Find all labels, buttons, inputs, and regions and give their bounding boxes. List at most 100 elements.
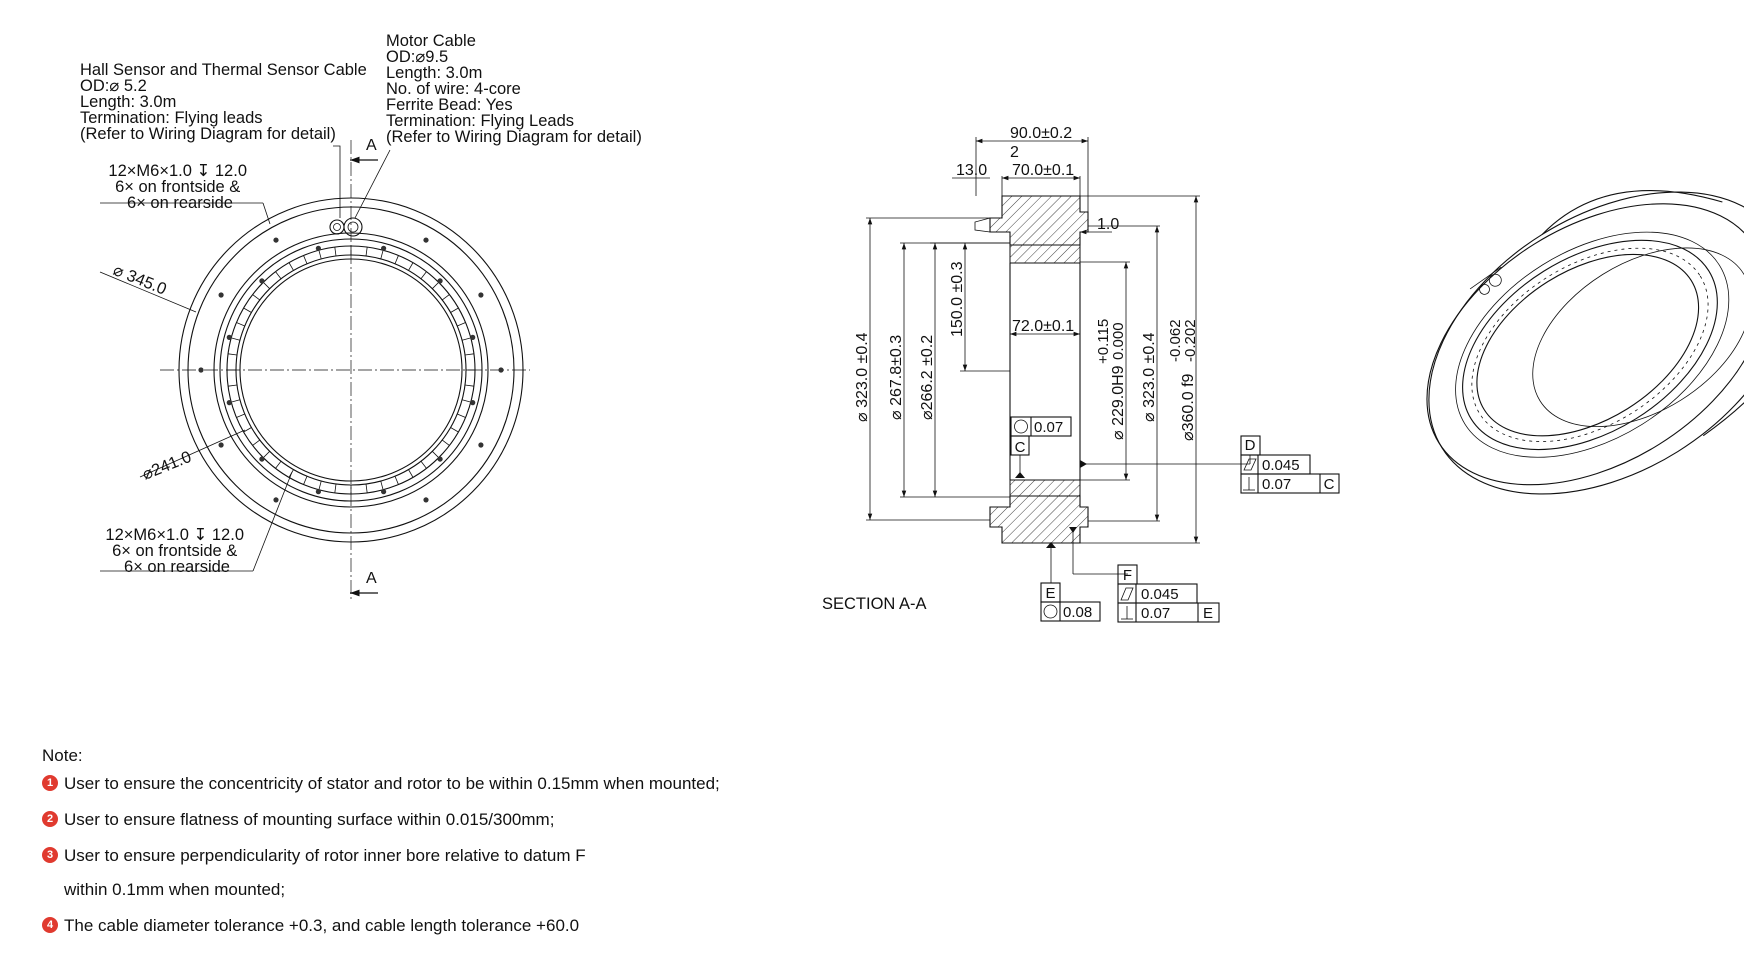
note-item-4: 4 The cable diameter tolerance +0.3, and…: [42, 916, 942, 936]
bolt-hole: [437, 278, 443, 284]
magnet-slot: [288, 262, 294, 271]
datum-d: D 0.045 0.07 C: [1080, 435, 1340, 494]
magnet-slot: [318, 480, 322, 490]
front-view: A A Hall Sensor and Thermal Sensor Cable…: [80, 32, 642, 600]
bolt-hole: [198, 367, 204, 373]
tol-360-lower: -0.202: [1182, 319, 1199, 362]
magnet-slot: [420, 460, 427, 469]
note-bullet-1: 1: [42, 775, 58, 791]
bolt-hole: [381, 245, 387, 251]
bolt-hole: [273, 237, 279, 243]
bolt-hole: [315, 245, 321, 251]
magnet-slot: [461, 399, 471, 403]
bolt-hole: [218, 442, 224, 448]
hall-cable-gland: [329, 219, 345, 235]
section-marker-top: A: [366, 137, 377, 154]
magnet-slot: [420, 271, 427, 280]
svg-text:0.08: 0.08: [1063, 604, 1092, 621]
dim-1: 1.0: [1097, 216, 1119, 233]
svg-text:C: C: [1015, 439, 1026, 456]
magnet-slot: [243, 307, 252, 313]
magnet-slot: [228, 353, 238, 356]
magnet-slot: [380, 480, 384, 490]
inner-ring-top: [1009, 244, 1081, 264]
magnet-slot: [408, 469, 414, 478]
note-text-2: User to ensure flatness of mounting surf…: [64, 810, 555, 829]
dim-72: 72.0±0.1: [1012, 318, 1074, 335]
bolt-hole: [437, 456, 443, 462]
bolt-hole: [478, 292, 484, 298]
magnet-slot: [365, 483, 368, 493]
note-item-2: 2 User to ensure flatness of mounting su…: [42, 810, 942, 830]
magnet-slot: [441, 439, 450, 446]
notes: Note: 1 User to ensure the concentricity…: [42, 746, 942, 952]
note-item-3-continued: within 0.1mm when mounted;: [42, 880, 942, 900]
svg-text:E: E: [1203, 605, 1213, 622]
magnet-slot: [432, 451, 439, 458]
bolt-hole: [226, 334, 232, 340]
svg-text:E: E: [1045, 585, 1055, 602]
inner-ring-bottom: [1009, 479, 1081, 497]
note-bullet-2: 2: [42, 811, 58, 827]
note-item-3: 3 User to ensure perpendicularity of rot…: [42, 846, 942, 866]
hole-spec-bottom: 12×M6×1.0 ↧ 12.0 6× on frontside & 6× on…: [105, 526, 248, 576]
bolt-hole: [273, 497, 279, 503]
section-top-hatch: [989, 195, 1089, 246]
magnet-slot: [303, 476, 308, 485]
note-item-1: 1 User to ensure the concentricity of st…: [42, 774, 942, 794]
svg-text:C: C: [1324, 476, 1335, 493]
section-title: SECTION A-A: [822, 595, 927, 613]
motor-cable-gland: [343, 217, 363, 237]
hall-cable-label: Hall Sensor and Thermal Sensor Cable OD:…: [80, 61, 371, 143]
bolt-hole: [226, 400, 232, 406]
dim-266: ⌀266.2 ±0.2: [919, 335, 936, 420]
dim-13: 13.0: [956, 162, 987, 179]
hole-spec-top: 12×M6×1.0 ↧ 12.0 6× on frontside & 6× on…: [108, 162, 251, 212]
tol-360-upper: -0.062: [1167, 319, 1184, 362]
svg-text:0.045: 0.045: [1141, 586, 1179, 603]
magnet-slot: [464, 384, 474, 387]
magnet-slot: [252, 439, 261, 446]
magnet-slot: [394, 255, 399, 264]
datum-e: E 0.08: [1040, 542, 1101, 622]
isometric-view: [1426, 190, 1744, 495]
bolt-hole: [381, 489, 387, 495]
notes-title: Note:: [42, 746, 83, 765]
note-text-1: User to ensure the concentricity of stat…: [64, 774, 720, 793]
bolt-hole: [470, 400, 476, 406]
magnet-slot: [275, 271, 282, 280]
bolt-hole: [315, 489, 321, 495]
svg-text:0.07: 0.07: [1262, 476, 1291, 493]
section-view: 90.0±0.2 2 13.0 70.0±0.1 1.0 72.0±0.1 15…: [822, 125, 1340, 623]
bolt-hole: [423, 237, 429, 243]
svg-text:0.045: 0.045: [1262, 457, 1300, 474]
note-text-4: The cable diameter tolerance +0.3, and c…: [64, 916, 580, 935]
note-text-3: User to ensure perpendicularity of rotor…: [64, 846, 586, 865]
bolt-hole: [478, 442, 484, 448]
magnet-slot: [432, 282, 439, 289]
svg-text:F: F: [1123, 567, 1132, 584]
bolt-hole: [423, 497, 429, 503]
magnet-slot: [228, 384, 238, 387]
magnet-slot: [263, 282, 270, 289]
dim-360: ⌀360.0 f9: [1180, 373, 1197, 441]
dim-229: ⌀ 229.0H9: [1110, 365, 1127, 440]
note-bullet-3: 3: [42, 847, 58, 863]
magnet-slots: [227, 246, 475, 494]
magnet-slot: [303, 255, 308, 264]
magnet-slot: [461, 337, 471, 341]
bolt-hole: [218, 292, 224, 298]
magnet-slot: [457, 322, 466, 327]
svg-text:0.07: 0.07: [1141, 605, 1170, 622]
magnet-slot: [334, 483, 337, 493]
svg-text:D: D: [1245, 437, 1256, 454]
magnet-slot: [380, 250, 384, 260]
dia-inner-label: ⌀241.0: [140, 448, 194, 484]
magnet-slot: [408, 262, 414, 271]
magnet-slot: [450, 427, 459, 433]
dim-150: 150.0 ±0.3: [949, 261, 966, 337]
magnet-slot: [464, 353, 474, 356]
magnet-slot: [365, 247, 368, 257]
magnet-slot: [252, 294, 261, 301]
